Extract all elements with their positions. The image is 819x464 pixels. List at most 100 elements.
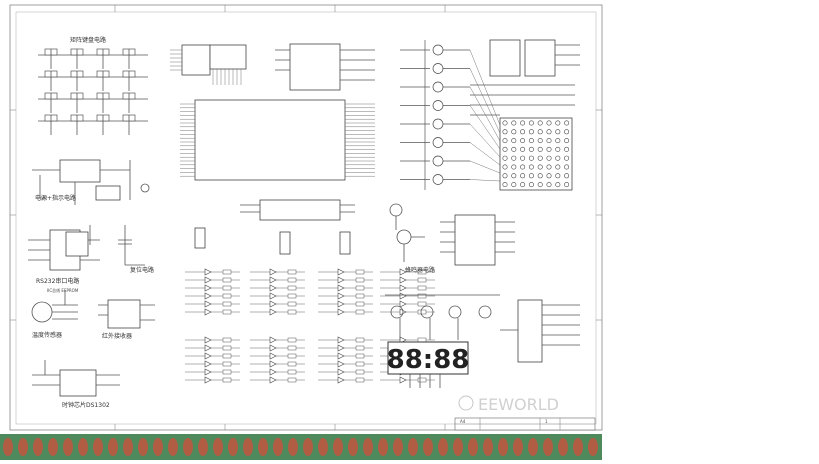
led-resistor [355,277,365,283]
matrix-led [564,182,570,188]
matrix-led [564,164,570,170]
transistor-symbol [432,44,444,56]
pcb-pad [93,438,103,456]
led-diode [399,284,407,292]
buzzer-label: 蜂鸣器电路 [405,266,435,274]
pcb-pad [78,438,88,456]
clock-chip-circuit: 时钟芯片DS1302 [32,360,120,409]
led-resistor [355,345,365,351]
pcb-pad [528,438,538,456]
led-diode [399,268,407,276]
power-circuit: 电源+指示电路 [32,159,150,205]
matrix-led [511,138,517,144]
led-diode [399,292,407,300]
matrix-led [511,164,517,170]
matrix-led [520,129,526,135]
led-resistor [287,277,297,283]
pcb-pad [288,438,298,456]
matrix-led [502,155,508,161]
reset-label: 复位电路 [130,266,154,274]
pcb-pad [513,438,523,456]
matrix-led [502,182,508,188]
matrix-led [537,138,543,144]
pcb-board [0,434,602,460]
matrix-led [564,129,570,135]
pcb-pad [228,438,238,456]
led-diode [269,284,277,292]
led-diode [337,292,345,300]
pcb-pad [423,438,433,456]
pcb-pad [408,438,418,456]
led-resistor [355,377,365,383]
top-right-chips [489,39,580,77]
matrix-led [555,182,561,188]
keypad-matrix: 矩阵键盘电路 [38,36,148,135]
led-arrays [185,268,435,384]
matrix-led [528,182,534,188]
segment-transistors [385,294,500,340]
transistor-column [400,40,501,190]
led-diode [337,300,345,308]
pcb-pad [63,438,73,456]
led-resistor [355,353,365,359]
led-resistor [417,377,427,383]
matrix-led [564,120,570,126]
matrix-led [520,146,526,152]
matrix-led [511,155,517,161]
led-resistor [222,369,232,375]
matrix-led [528,155,534,161]
matrix-led [528,164,534,170]
led-resistor [287,269,297,275]
led-resistor [222,337,232,343]
power-label: 电源+指示电路 [35,194,76,202]
pcb-pad [273,438,283,456]
led-diode [204,284,212,292]
led-diode [337,268,345,276]
transistor-symbol [432,81,444,93]
ir-receiver-circuit: 红外接收器 [98,299,155,340]
pcb-pad [48,438,58,456]
led-diode [269,308,277,316]
pcb-pad [498,438,508,456]
led-resistor [417,277,427,283]
led-resistor [355,269,365,275]
matrix-led [502,129,508,135]
drawing-frame [9,4,603,431]
eeprom-label: IIC总线 EEPROM [47,287,79,293]
buzzer-circuit: 蜂鸣器电路 [389,203,435,274]
pcb-pad [168,438,178,456]
led-resistor [222,277,232,283]
transistor-symbol [432,100,444,111]
led-resistor [222,269,232,275]
led-diode [269,344,277,352]
inner-frame [15,11,597,425]
led-resistor [287,301,297,307]
pcb-pad [18,438,28,456]
led-diode [269,292,277,300]
led-resistor [222,377,232,383]
matrix-led [520,182,526,188]
temp-sensor-circuit: 温度传感器 [31,290,78,339]
led-diode [399,276,407,284]
led-diode [337,276,345,284]
matrix-led [520,164,526,170]
matrix-led [555,120,561,126]
pcb-pad [468,438,478,456]
led-diode [204,352,212,360]
led-diode [399,376,407,384]
led-resistor [355,337,365,343]
matrix-led [555,129,561,135]
led-resistor [417,293,427,299]
pcb-pad [303,438,313,456]
led-resistor [222,345,232,351]
matrix-led [520,120,526,126]
watermark-logo-icon [458,395,474,411]
title-sheet: 1 [545,419,548,424]
pcb-pad [573,438,583,456]
temp-label: 温度传感器 [32,331,62,339]
matrix-led [546,146,552,152]
matrix-led [511,173,517,179]
pcb-pad [123,438,133,456]
pcb-pad [333,438,343,456]
led-resistor [417,337,427,343]
